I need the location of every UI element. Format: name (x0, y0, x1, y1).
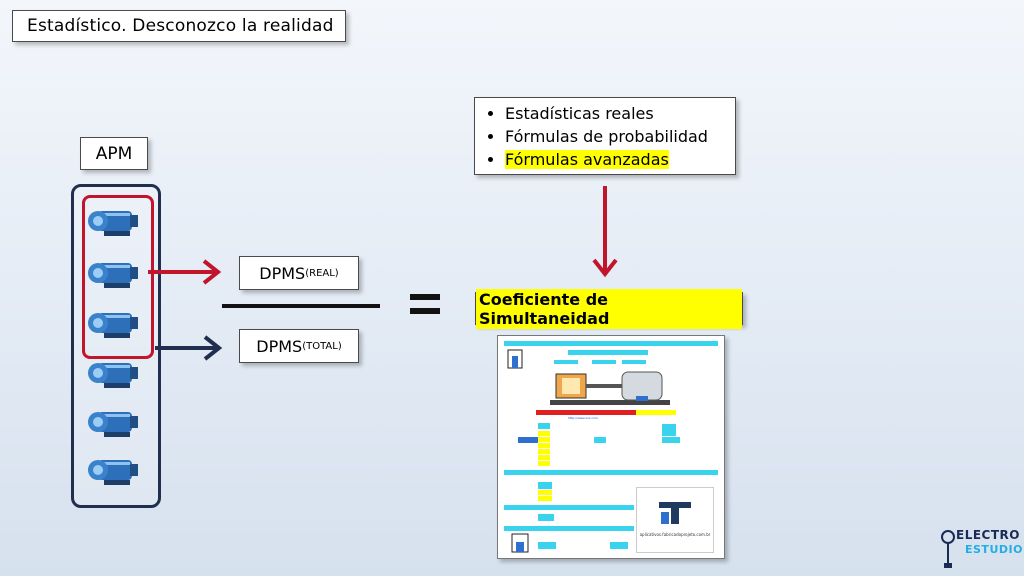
brand-line1: ELECTRO (956, 528, 1020, 542)
sheet-logo-card: aplicativos.fabricadoprojeto.com.br (636, 487, 714, 553)
plug-logo-icon (941, 530, 955, 568)
dpms-total-box: DPMS(TOTAL) (239, 329, 359, 363)
pump-icon (88, 412, 138, 437)
brand-line2: ESTUDIO (965, 543, 1023, 556)
fabrica-logo-icon (659, 502, 691, 524)
pump-icon (88, 211, 138, 236)
dpms-total-main: DPMS (256, 336, 303, 356)
pump-icon (88, 460, 138, 485)
list-item: Fórmulas avanzadas (505, 148, 735, 171)
pump-diagram-icon (511, 533, 529, 553)
pump-column-frame (71, 184, 161, 508)
navy-arrow-icon (155, 335, 223, 361)
red-arrow-icon (148, 259, 222, 285)
coefficient-box: Coeficiente de Simultaneidad (475, 288, 743, 329)
fraction-bar (222, 304, 380, 308)
sheet-logo-text: aplicativos.fabricadoprojeto.com.br (639, 532, 711, 537)
real-pumps-group-frame (82, 195, 154, 359)
pump-icon (88, 313, 138, 338)
pump-icon (88, 363, 138, 388)
pump-diagram-icon (507, 349, 523, 369)
down-arrow-icon (592, 186, 618, 278)
list-item: Estadísticas reales (505, 102, 735, 125)
dpms-real-sub: (REAL) (305, 267, 339, 279)
dpms-real-main: DPMS (259, 263, 306, 283)
slide-title: Estadístico. Desconozco la realidad (12, 10, 346, 42)
equals-sign (410, 294, 440, 316)
dpms-real-box: DPMS(REAL) (239, 256, 359, 290)
coefficient-label: Coeficiente de Simultaneidad (476, 288, 742, 329)
methods-list-box: Estadísticas reales Fórmulas de probabil… (474, 97, 736, 175)
list-item: Fórmulas de probabilidad (505, 125, 735, 148)
dpms-total-sub: (TOTAL) (302, 340, 342, 352)
apm-label: APM (80, 137, 148, 170)
pump-icon (88, 263, 138, 288)
motor-pump-drawing-icon (550, 371, 670, 405)
